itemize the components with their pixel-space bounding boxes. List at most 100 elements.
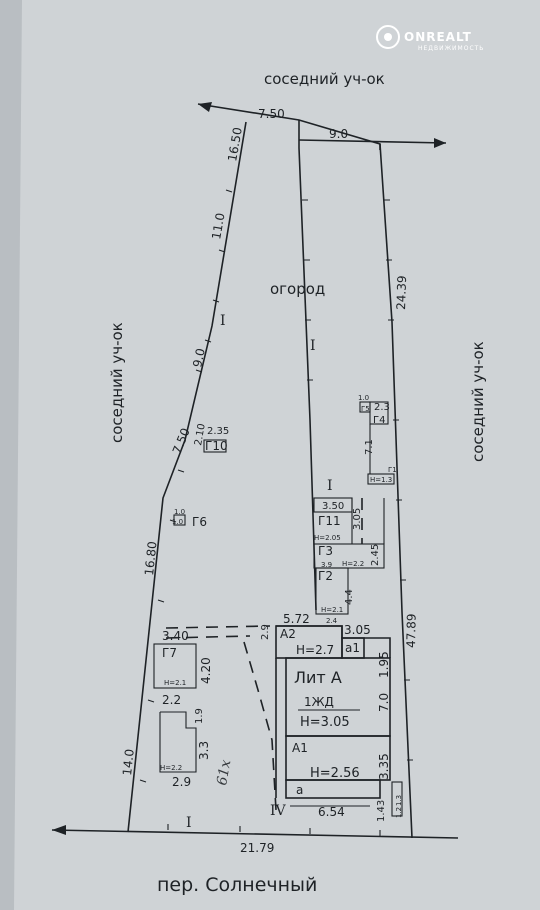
shed-g5-label: Г5 — [361, 405, 370, 413]
dim-2-9-lower: 2.9 — [172, 775, 191, 789]
dim-top-left: 7.50 — [258, 107, 285, 121]
dim-2-35: 2.35 — [207, 426, 229, 437]
extension-A1-h: Н=2.56 — [310, 766, 360, 781]
shed-g7-label: Г7 — [162, 646, 177, 660]
watermark-brand: ONREALT — [404, 30, 472, 44]
boundary-left — [127, 121, 247, 833]
watermark-tagline: НЕДВИЖИМОСТЬ — [418, 45, 484, 52]
shed-g10-label: Г10 — [205, 439, 228, 453]
house-height: Н=3.05 — [300, 715, 350, 730]
handwritten-note: 61x — [214, 758, 234, 786]
paper-shadow — [0, 0, 22, 910]
shed-g10 — [203, 439, 227, 453]
extension-A1-label: А1 — [292, 741, 308, 755]
dim-3-05-a1: 3.05 — [344, 623, 371, 637]
dim-24-39: 24.39 — [394, 275, 409, 310]
watermark: ONREALT НЕДВИЖИМОСТЬ — [376, 25, 484, 52]
dim-2-10: 2.10 — [193, 423, 208, 447]
porch-a — [285, 779, 381, 799]
shed-g6 — [173, 514, 186, 526]
dim-2-45: 2.45 — [370, 544, 381, 566]
dim-1-0-g6: 1.0 — [174, 508, 185, 516]
boundary-right — [379, 143, 413, 839]
dim-1-0-g6-side: 1.0 — [172, 518, 183, 526]
dim-3-40: 3.40 — [162, 629, 189, 643]
shed-g1-h: Н=1.3 — [370, 476, 392, 484]
shed-g2-label: Г2 — [318, 569, 333, 583]
fence-dashed-top — [165, 625, 271, 629]
street-line — [51, 829, 459, 839]
fence-dashed-second — [165, 635, 251, 639]
shed-g6-label: Г6 — [192, 515, 207, 529]
dim-3-05-g11: 3.05 — [352, 508, 363, 530]
dim-1-2: 1.2 — [395, 807, 403, 818]
dim-2-3: 2.3 — [374, 402, 390, 413]
dim-3-50: 3.50 — [322, 501, 344, 512]
dim-7-0: 7.0 — [377, 693, 391, 712]
shed-lower-h: Н=2.2 — [160, 764, 182, 772]
garden-label: огород — [270, 280, 325, 298]
dim-14-0: 14.0 — [120, 748, 137, 776]
porch-a-label: а — [296, 783, 303, 797]
dim-1-3: 1.3 — [395, 795, 403, 806]
shed-g2-h: Н=2.1 — [321, 606, 343, 614]
shed-lower — [159, 711, 197, 773]
watermark-logo-icon — [376, 25, 400, 49]
roman-gate: IV — [270, 803, 287, 819]
survey-ticks — [139, 189, 413, 836]
boundary-arrow-right-icon — [434, 138, 446, 148]
side-strip — [391, 781, 403, 817]
dim-3-35: 3.35 — [377, 753, 391, 780]
watermark-logo-dot — [384, 33, 392, 41]
shed-g1-label: Г1 — [388, 466, 397, 474]
dim-3-3: 3.3 — [197, 741, 211, 760]
extension-a2-label: А2 — [280, 627, 296, 641]
shed-g2 — [315, 567, 349, 615]
shed-g11-label: Г11 — [318, 514, 341, 528]
dim-2-9: 2.9 — [260, 624, 271, 640]
dim-top-right: 9.0 — [329, 127, 348, 141]
shed-g3-label: Г3 — [318, 544, 333, 558]
shed-g4 — [369, 401, 389, 425]
dim-4-20: 4.20 — [199, 657, 213, 684]
neighbor-label-top: соседний уч-ок — [264, 70, 385, 88]
shed-g4-label: Г4 — [373, 415, 385, 426]
dim-16-80: 16.80 — [142, 541, 160, 577]
dim-1-43: 1.43 — [376, 800, 387, 822]
fence-dashed-gate — [243, 641, 277, 811]
shed-g3 — [313, 543, 385, 569]
dim-21-79: 21.79 — [240, 841, 274, 855]
boundary-arrow-top-icon — [198, 102, 212, 112]
dim-1-9: 1.9 — [194, 708, 205, 724]
dim-9-0-left: 9.0 — [190, 347, 208, 369]
shed-g7 — [153, 643, 197, 689]
shed-g1 — [367, 473, 395, 485]
roman-mid: I — [327, 478, 333, 494]
dim-11-0: 11.0 — [209, 212, 227, 241]
dim-3-9: 3.9 — [321, 561, 332, 569]
dim-2-4: 2.4 — [326, 617, 338, 625]
roman-bottom: I — [186, 815, 192, 831]
dim-6-54: 6.54 — [318, 805, 345, 819]
shed-g11-h: Н=2.05 — [314, 534, 341, 542]
extension-a1-label: а1 — [345, 641, 360, 655]
shed-g7-h: Н=2.1 — [164, 679, 186, 687]
dim-4-4: 4.4 — [344, 589, 355, 605]
shed-g11-top — [313, 497, 353, 513]
neighbor-label-right: соседний уч-ок — [469, 341, 487, 462]
roman-left: I — [220, 313, 226, 329]
dim-1-0-g5: 1.0 — [358, 394, 369, 402]
neighbor-label-left: соседний уч-ок — [108, 322, 126, 443]
house-lit-a: А2 Н=2.7 а1 Лит А 1ЖД Н=3.05 А1 Н=2.56 а… — [260, 612, 403, 822]
dim-1-95: 1.95 — [377, 651, 391, 678]
boundary-top-extension — [298, 139, 447, 144]
dim-5-72: 5.72 — [283, 612, 310, 626]
roman-center: I — [310, 338, 316, 354]
house-1zhd-label: 1ЖД — [304, 695, 334, 709]
dim-16-50: 16.50 — [225, 126, 245, 162]
extension-a2-h: Н=2.7 — [296, 643, 334, 657]
dim-2-2: 2.2 — [162, 693, 181, 707]
street-arrow-left-icon — [52, 825, 66, 835]
